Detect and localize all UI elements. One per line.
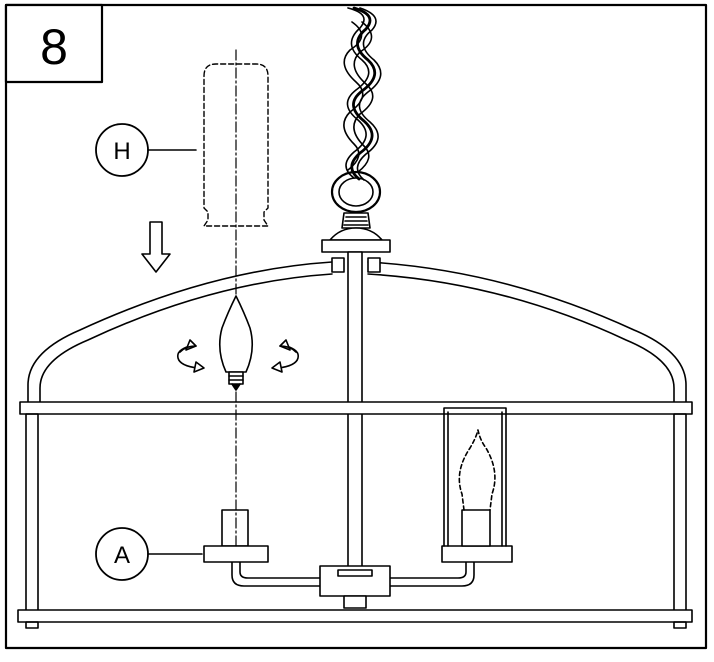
assembled-shade-right — [441, 407, 513, 563]
upper-band — [19, 401, 693, 415]
candle-arms — [231, 561, 475, 609]
top-finial — [321, 212, 391, 253]
candle-bulb — [218, 295, 254, 391]
down-arrow-icon — [141, 221, 171, 273]
callout-A-label: A — [114, 542, 130, 569]
bottom-band — [17, 609, 693, 629]
hanging-chain — [330, 6, 382, 214]
rotate-arrows-icon — [176, 339, 300, 373]
step-number-box: 8 — [4, 3, 104, 84]
step-number: 8 — [40, 19, 68, 75]
callout-A: A — [95, 527, 203, 581]
callout-H: H — [95, 123, 197, 177]
glass-shade-H — [203, 63, 269, 227]
callout-H-label: H — [113, 138, 130, 165]
arched-frame — [27, 257, 687, 403]
diagram-border — [4, 3, 708, 650]
candle-cup-left — [203, 509, 269, 563]
